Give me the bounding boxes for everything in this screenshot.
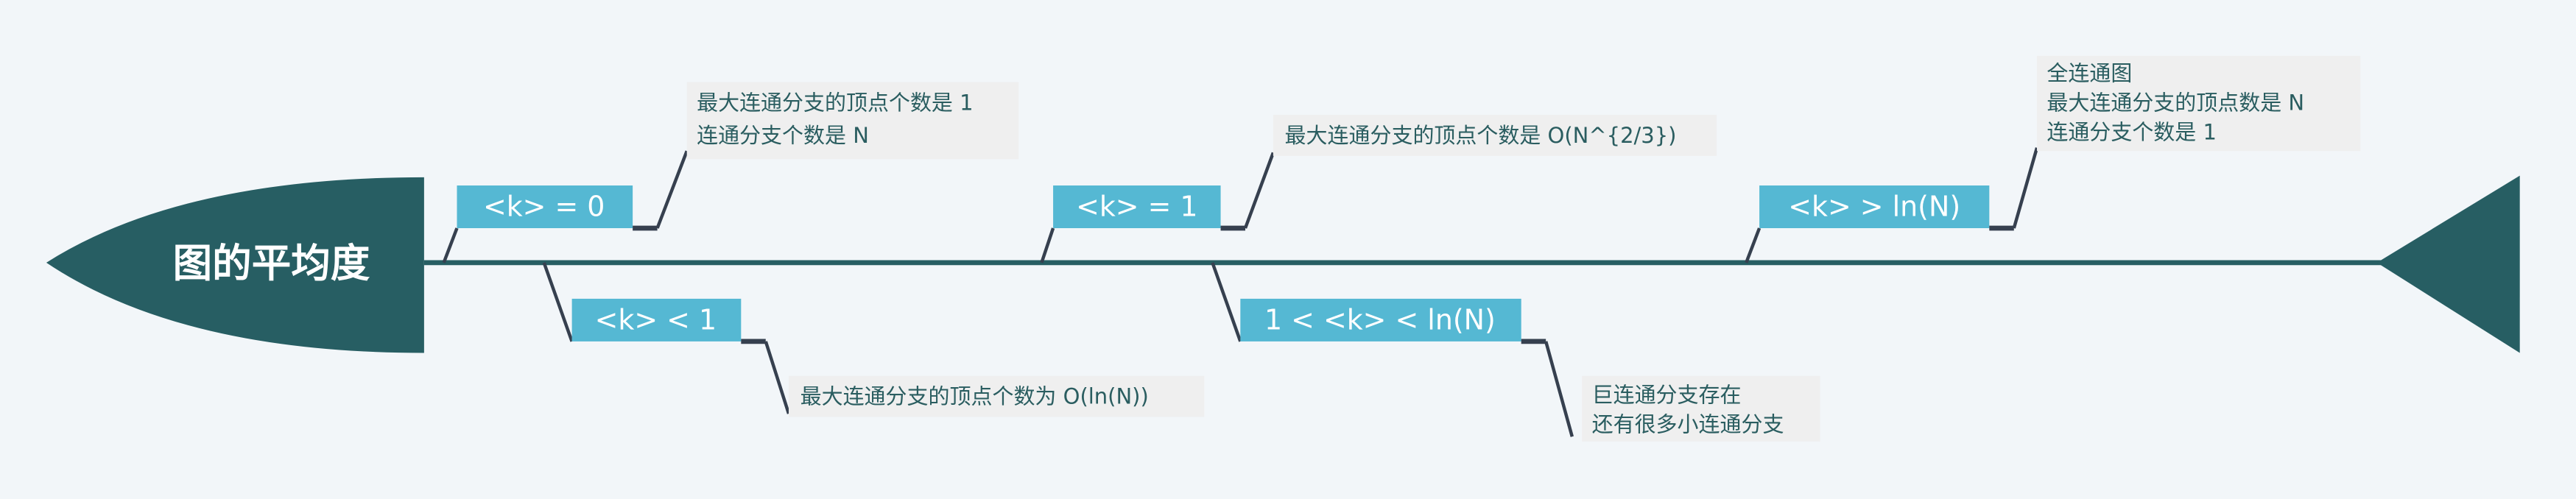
note-box[interactable]	[1273, 115, 1717, 156]
topic-box[interactable]	[1240, 298, 1521, 341]
topic-label: <k> = 0	[483, 191, 605, 223]
note-line: 最大连通分支的顶点个数是 O(N^{2/3})	[1285, 123, 1677, 148]
note-line: 最大连通分支的顶点数是 N	[2047, 90, 2304, 115]
branch-k-eq-0: <k> = 0 最大连通分支的顶点个数是 1 连通分支个数是 N	[442, 82, 1019, 263]
topic-label: 1 < <k> < ln(N)	[1264, 304, 1496, 336]
topic-label: <k> > ln(N)	[1788, 191, 1960, 223]
branch-k-eq-1: <k> = 1 最大连通分支的顶点个数是 O(N^{2/3})	[1040, 115, 1717, 263]
fish-tail	[2376, 175, 2520, 353]
note-line: 全连通图	[2047, 60, 2132, 85]
note-box[interactable]	[686, 82, 1019, 160]
topic-box[interactable]	[1759, 185, 1990, 229]
note-line: 最大连通分支的顶点个数为 O(ln(N))	[800, 384, 1149, 409]
branch-k-lt-1: <k> < 1 最大连通分支的顶点个数为 O(ln(N))	[542, 262, 1205, 417]
note-line: 连通分支个数是 1	[2047, 120, 2217, 145]
branch-k-gt-lnN: <k> > ln(N) 全连通图 最大连通分支的顶点数是 N 连通分支个数是 1	[1745, 55, 2361, 263]
note-box[interactable]	[789, 375, 1205, 417]
topic-label: <k> < 1	[595, 304, 717, 336]
note-box[interactable]	[2037, 55, 2361, 152]
topic-label: <k> = 1	[1076, 191, 1197, 223]
topic-box[interactable]	[457, 185, 633, 229]
note-line: 最大连通分支的顶点个数是 1	[697, 90, 973, 115]
branch-k-between: 1 < <k> < ln(N) 巨连通分支存在 还有很多小连通分支	[1211, 262, 1820, 442]
topic-box[interactable]	[571, 298, 742, 341]
note-line: 连通分支个数是 N	[697, 123, 869, 148]
note-box[interactable]	[1582, 375, 1820, 442]
note-line: 巨连通分支存在	[1592, 382, 1742, 407]
topic-box[interactable]	[1053, 185, 1221, 229]
fish-head[interactable]: 图的平均度	[46, 177, 424, 353]
note-line: 还有很多小连通分支	[1592, 412, 1784, 437]
diagram-title: 图的平均度	[173, 240, 370, 286]
